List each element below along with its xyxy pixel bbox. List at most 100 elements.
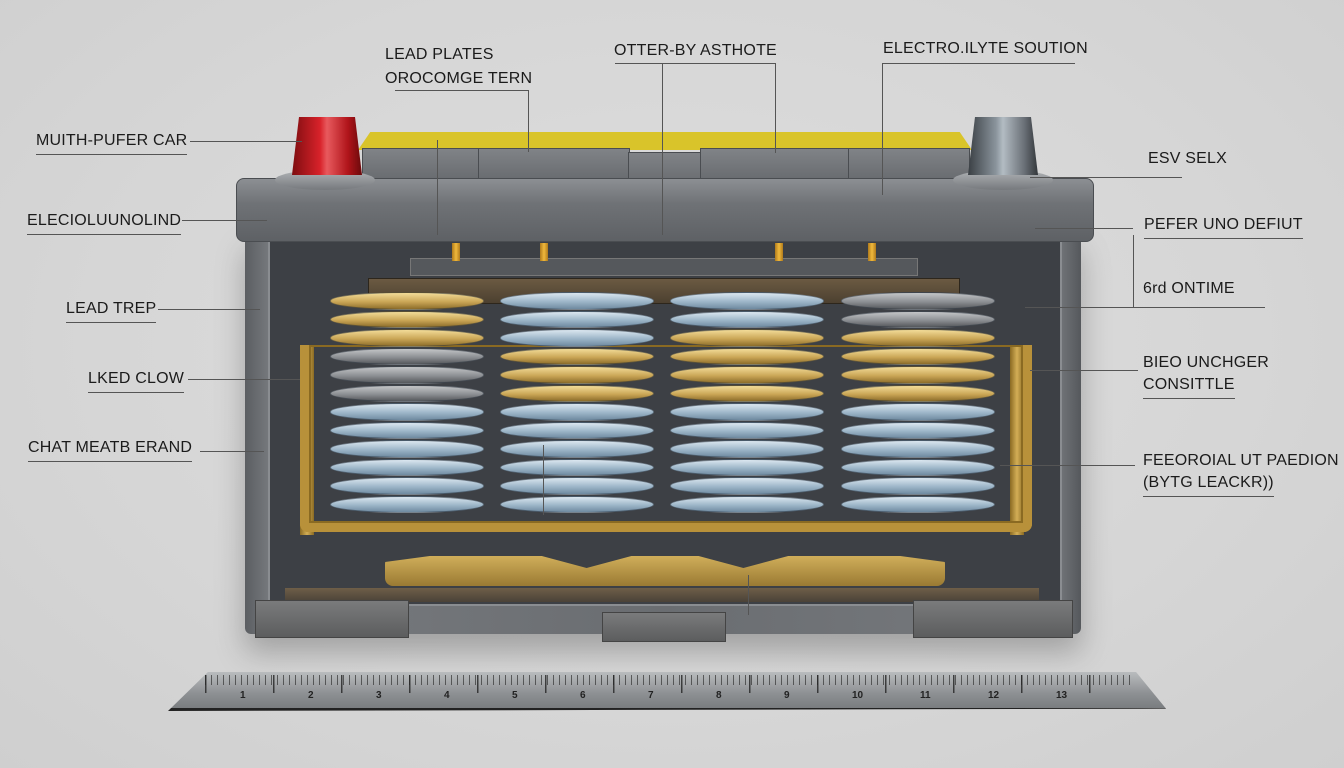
label-text: OROCOMGE TERN — [385, 70, 533, 87]
label-strip — [358, 132, 972, 150]
ruler-number: 4 — [444, 690, 450, 701]
ruler-number: 10 — [852, 690, 864, 701]
plate-blue — [330, 458, 484, 476]
frame-side-right — [1010, 345, 1024, 535]
plate-gold — [500, 347, 654, 365]
leader-line — [1030, 370, 1138, 371]
label-text: CONSITTLE — [1143, 374, 1235, 399]
plate-gold — [330, 292, 484, 310]
ruler-number: 2 — [308, 690, 314, 701]
positive-terminal-base — [275, 170, 375, 190]
ruler-number: 5 — [512, 690, 518, 701]
plate-blue — [841, 495, 995, 513]
label-text-2: CONSITTLE — [1143, 374, 1269, 399]
label-text: 6rd ONTIME — [1143, 280, 1235, 297]
plate-blue — [500, 310, 654, 328]
label-text: LKED CLOW — [88, 368, 185, 393]
plate-blue — [330, 421, 484, 439]
plate-blue — [670, 310, 824, 328]
plate-blue — [500, 477, 654, 495]
leader-line — [200, 451, 264, 452]
leader-line — [615, 63, 775, 64]
top-connector-bar — [410, 258, 918, 276]
plate-blue — [841, 403, 995, 421]
negative-terminal-base — [953, 170, 1053, 190]
plate-grey — [330, 347, 484, 365]
plate-gold — [330, 329, 484, 347]
ruler-number: 1 — [240, 690, 246, 701]
battery-lid — [236, 178, 1094, 242]
plate-gold — [330, 310, 484, 328]
ruler-number: 6 — [580, 690, 586, 701]
plate-grey — [330, 384, 484, 402]
leader-line — [190, 141, 302, 142]
leader-line — [882, 63, 1075, 64]
ruler-major-ticks — [205, 675, 1135, 693]
label-text: ELECIOLUUNOLIND — [27, 210, 182, 235]
plate-gold — [841, 329, 995, 347]
plate-blue — [330, 495, 484, 513]
label-esv-selx: ESV SELX — [1148, 148, 1227, 170]
plate-blue — [670, 403, 824, 421]
plate-blue — [330, 477, 484, 495]
battery-floor — [285, 588, 1039, 602]
battery-foot-right — [913, 600, 1073, 638]
vent-pin — [452, 243, 460, 261]
battery-foot-center — [602, 612, 726, 642]
plate-blue — [500, 421, 654, 439]
plate-blue — [841, 421, 995, 439]
label-text: PEFER UNO DEFIUT — [1144, 214, 1303, 239]
leader-line — [188, 379, 300, 380]
label-text: OTTER-BY ASTHOTE — [614, 42, 777, 59]
ruler-number: 13 — [1056, 690, 1068, 701]
plate-blue — [500, 403, 654, 421]
plate-grey — [841, 292, 995, 310]
ruler-number: 11 — [920, 690, 931, 701]
plate-blue — [500, 458, 654, 476]
plate-gold — [670, 366, 824, 384]
plate-blue — [670, 292, 824, 310]
leader-line — [748, 575, 749, 615]
ruler-number: 3 — [376, 690, 382, 701]
plate-blue — [670, 440, 824, 458]
cell-stack-3 — [667, 292, 827, 514]
label-text: ESV SELX — [1148, 150, 1227, 167]
label-lead-plates: LEAD PLATES OROCOMGE TERN — [385, 44, 532, 90]
label-muith-pufer-car: MUITH-PUFER CAR — [36, 130, 188, 155]
label-text: FEEOROIAL UT PAEDION — [1143, 452, 1339, 469]
label-lked-clow: LKED CLOW — [88, 368, 185, 393]
plate-gold — [500, 366, 654, 384]
label-text: CHAT MEATB ERAND — [28, 437, 193, 462]
leader-line — [1035, 228, 1133, 229]
ruler-number: 12 — [988, 690, 1000, 701]
label-bieo-unchger: BIEO UNCHGER CONSITTLE — [1143, 352, 1269, 399]
plate-blue — [670, 458, 824, 476]
label-feeoroial-ut-paedion: FEEOROIAL UT PAEDION (BYTG LEACKR)) — [1143, 450, 1339, 497]
label-text: LEAD TREP — [66, 298, 157, 323]
leader-line — [395, 90, 528, 91]
label-text: BIEO UNCHGER — [1143, 354, 1269, 371]
label-text: (BYTG LEACKR)) — [1143, 472, 1274, 497]
leader-line — [543, 445, 544, 515]
plate-gold — [841, 347, 995, 365]
ruler-number: 8 — [716, 690, 722, 701]
positive-terminal-icon — [292, 117, 362, 175]
plate-blue — [330, 403, 484, 421]
leader-line — [1025, 307, 1265, 308]
label-text-2: (BYTG LEACKR)) — [1143, 472, 1339, 497]
label-6rd-ontime: 6rd ONTIME — [1143, 278, 1235, 300]
negative-terminal-icon — [968, 117, 1038, 175]
cell-stack-4 — [838, 292, 998, 514]
plate-blue — [500, 329, 654, 347]
plate-gold — [670, 347, 824, 365]
leader-line — [1000, 465, 1135, 466]
plate-blue — [500, 440, 654, 458]
label-pefer-und-defut: PEFER UNO DEFIUT — [1144, 214, 1303, 239]
vent-pin — [540, 243, 548, 261]
plate-grey — [841, 310, 995, 328]
plate-frame — [300, 345, 1032, 532]
bottom-rail — [385, 556, 945, 586]
label-text: MUITH-PUFER CAR — [36, 130, 188, 155]
plate-blue — [500, 292, 654, 310]
label-otter-by-asthote: OTTER-BY ASTHOTE — [614, 40, 777, 62]
